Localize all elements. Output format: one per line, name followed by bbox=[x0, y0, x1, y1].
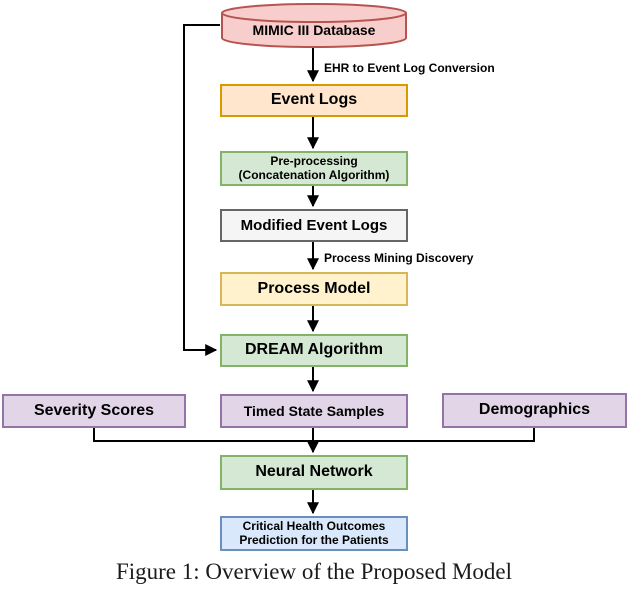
node-label-demographics: Demographics bbox=[478, 401, 591, 419]
arrow-database-to-dream-feedback bbox=[183, 24, 220, 356]
edge-label-ehr-conversion: EHR to Event Log Conversion bbox=[324, 61, 495, 75]
node-label-outcome-line1: Critical Health Outcomes bbox=[242, 518, 386, 533]
node-label-preprocessing-line2: (Concatenation Algorithm) bbox=[238, 167, 390, 182]
node-modified-event-logs: Modified Event Logs bbox=[220, 209, 408, 242]
node-event-logs: Event Logs bbox=[220, 84, 408, 117]
connector-severity-demographics-merge bbox=[93, 428, 535, 442]
node-label-neural-network: Neural Network bbox=[255, 463, 373, 481]
node-label-preprocessing-line1: Pre-processing bbox=[270, 153, 358, 168]
node-label-process-model: Process Model bbox=[257, 279, 371, 297]
node-label-mimic-database: MIMIC III Database bbox=[252, 22, 376, 38]
node-outcome-prediction: Critical Health Outcomes Prediction for … bbox=[220, 516, 408, 551]
node-timed-state-samples: Timed State Samples bbox=[220, 394, 408, 428]
node-label-timed-state-samples: Timed State Samples bbox=[243, 402, 385, 419]
edge-label-process-mining: Process Mining Discovery bbox=[324, 251, 474, 265]
node-label-outcome-line2: Prediction for the Patients bbox=[239, 532, 389, 547]
node-dream-algorithm: DREAM Algorithm bbox=[220, 334, 408, 367]
node-demographics: Demographics bbox=[442, 393, 627, 428]
node-mimic-database: MIMIC III Database bbox=[220, 2, 408, 50]
node-label-modified-event-logs: Modified Event Logs bbox=[240, 216, 388, 234]
figure-caption: Figure 1: Overview of the Proposed Model bbox=[115, 559, 513, 584]
node-neural-network: Neural Network bbox=[220, 455, 408, 490]
node-label-severity-scores: Severity Scores bbox=[33, 401, 155, 419]
node-label-event-logs: Event Logs bbox=[270, 91, 358, 109]
node-severity-scores: Severity Scores bbox=[2, 394, 186, 428]
node-preprocessing: Pre-processing (Concatenation Algorithm) bbox=[220, 151, 408, 186]
node-label-dream-algorithm: DREAM Algorithm bbox=[244, 341, 384, 359]
node-process-model: Process Model bbox=[220, 272, 408, 306]
database-cylinder-shape bbox=[221, 3, 407, 48]
